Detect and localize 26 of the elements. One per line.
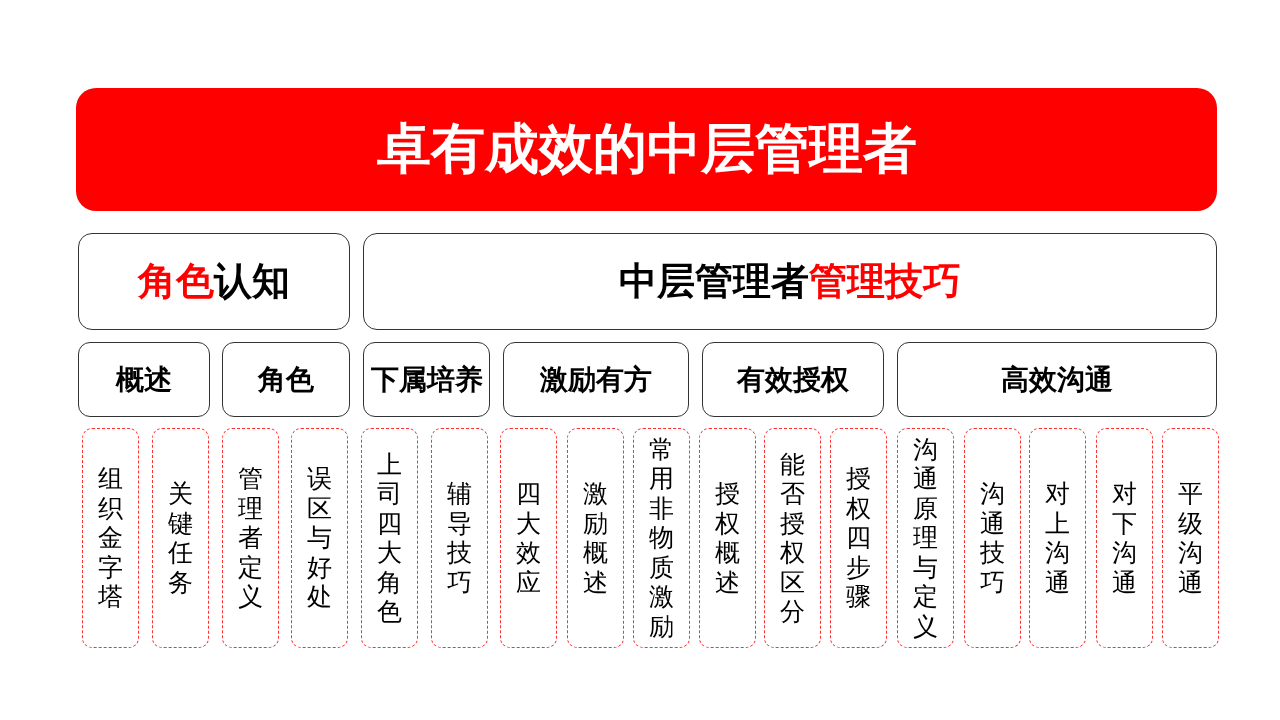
- title-banner: 卓有成效的中层管理者: [76, 88, 1217, 211]
- header-box: 中层管理者管理技巧: [363, 233, 1217, 330]
- topic-box: 平级沟通: [1162, 428, 1219, 648]
- topic-box: 沟通原理与定义: [897, 428, 954, 648]
- topic-box: 辅导技巧: [431, 428, 488, 648]
- topic-box: 管理者定义: [222, 428, 279, 648]
- header-box: 角色认知: [78, 233, 350, 330]
- topic-box: 四大效应: [500, 428, 557, 648]
- topic-box: 上司四大角色: [361, 428, 418, 648]
- topic-box: 对上沟通: [1029, 428, 1086, 648]
- topic-box: 能否授权区分: [764, 428, 821, 648]
- topic-box: 授权概述: [699, 428, 756, 648]
- category-box: 有效授权: [702, 342, 884, 417]
- category-box: 概述: [78, 342, 210, 417]
- topic-box: 常用非物质激励: [633, 428, 690, 648]
- topic-box: 组织金字塔: [82, 428, 139, 648]
- topic-box: 授权四步骤: [830, 428, 887, 648]
- topic-box: 对下沟通: [1096, 428, 1153, 648]
- category-box: 激励有方: [503, 342, 689, 417]
- category-box: 高效沟通: [897, 342, 1217, 417]
- topic-box: 激励概述: [567, 428, 624, 648]
- category-box: 下属培养: [363, 342, 490, 417]
- category-box: 角色: [222, 342, 350, 417]
- topic-box: 沟通技巧: [964, 428, 1021, 648]
- topic-box: 关键任务: [152, 428, 209, 648]
- topic-box: 误区与好处: [291, 428, 348, 648]
